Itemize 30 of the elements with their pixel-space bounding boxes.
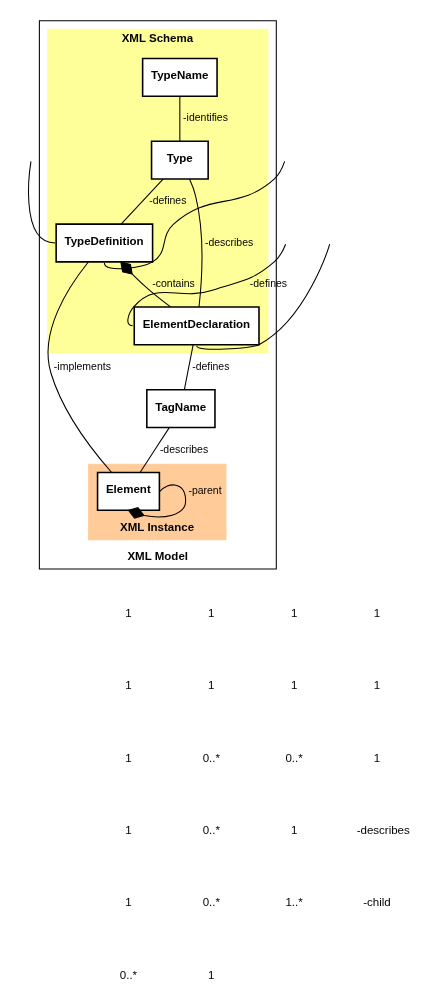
edge-label: -defines [191, 360, 229, 372]
edge-label: -implements [53, 360, 111, 372]
label: 1 [207, 679, 214, 692]
label: 1 [124, 679, 132, 692]
label: 0..* [202, 824, 220, 837]
label: 0..* [119, 968, 137, 981]
edge-label: -describes [204, 236, 253, 248]
edge-label: -describes [159, 443, 208, 455]
label: -describes [356, 824, 410, 837]
label: 1 [124, 896, 132, 909]
edge-label: -identifies [182, 112, 228, 124]
label: 1 [290, 679, 297, 692]
label: 1 [207, 968, 214, 981]
label: 1 [373, 679, 380, 692]
label: 1 [373, 751, 380, 764]
label: 1..* [284, 896, 303, 909]
label: 1 [207, 607, 214, 620]
label: 1 [124, 607, 132, 620]
edge-label: -parent [187, 485, 222, 497]
label: 1 [290, 824, 297, 837]
label: 1 [124, 824, 132, 837]
label: -child [362, 896, 391, 909]
label: 1 [373, 607, 380, 620]
label: 0..* [284, 751, 303, 764]
label: 1 [124, 751, 132, 764]
label: 0..* [202, 751, 220, 764]
label: 0..* [202, 896, 220, 909]
edge-label: -defines [148, 195, 186, 207]
edge-label: -contains [151, 278, 195, 290]
label: 1 [290, 607, 297, 620]
